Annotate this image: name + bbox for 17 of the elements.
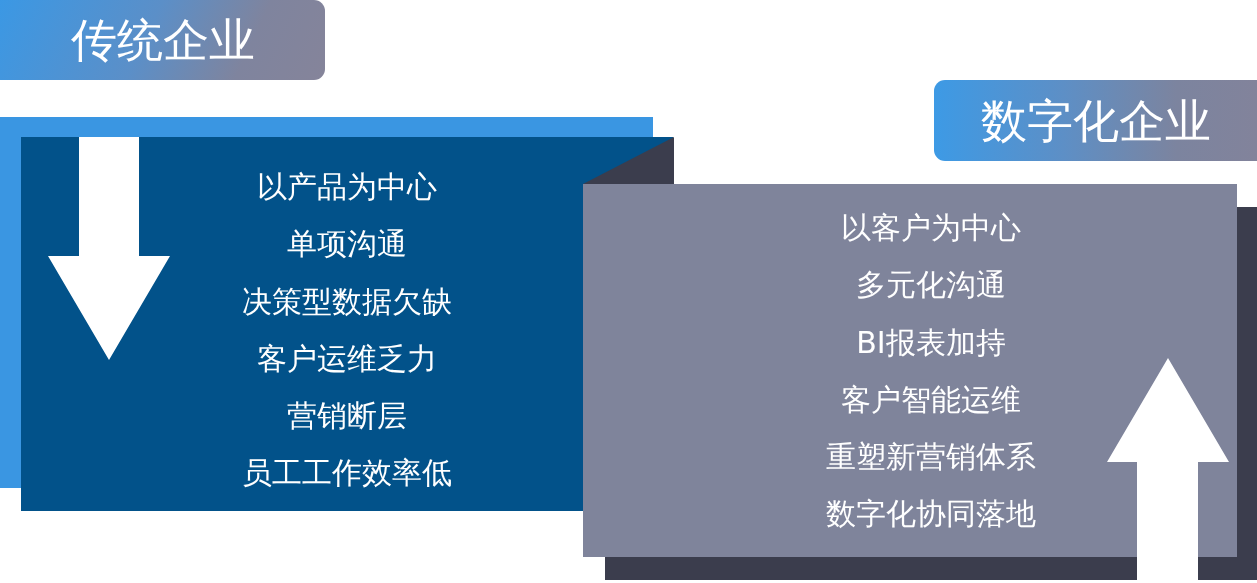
tab-title: 数字化企业: [980, 92, 1211, 149]
title-tab: [934, 80, 1257, 161]
list-item: 重塑新营销体系: [826, 439, 1036, 476]
title-tab: [0, 0, 325, 80]
list-item: 营销断层: [287, 398, 407, 435]
list-item: 客户运维乏力: [257, 340, 437, 377]
list-item: 客户智能运维: [841, 381, 1021, 418]
list-item: 以产品为中心: [257, 169, 437, 205]
list-item: 单项沟通: [287, 226, 407, 263]
list-item: 多元化沟通: [856, 267, 1006, 304]
content-panel: [583, 184, 1237, 557]
tab-title: 传统企业: [70, 12, 255, 68]
list-item: 以客户为中心: [841, 210, 1021, 246]
list-item: 数字化协同落地: [826, 496, 1036, 533]
list-item: 决策型数据欠缺: [242, 283, 452, 320]
list-item: BI报表加持: [856, 324, 1006, 361]
list-item: 员工工作效率低: [242, 455, 452, 492]
